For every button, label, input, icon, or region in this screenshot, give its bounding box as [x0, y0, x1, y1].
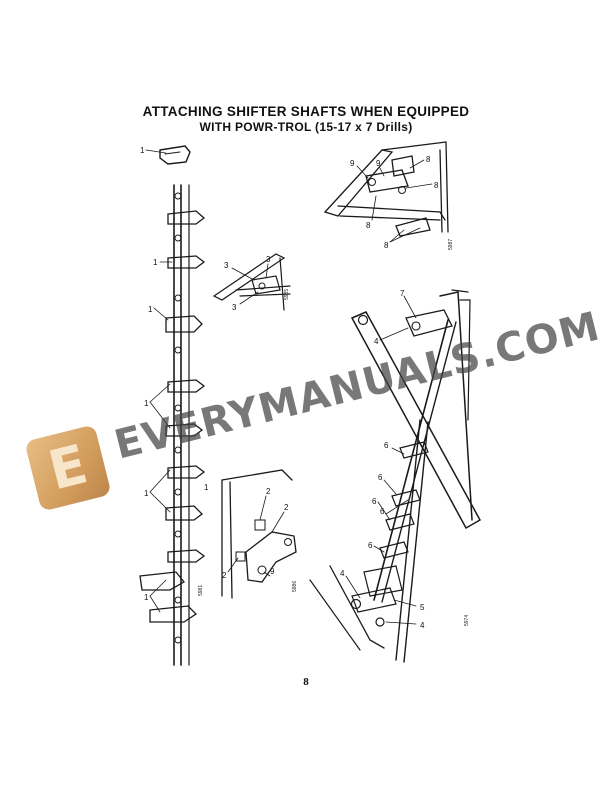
svg-text:5987: 5987: [448, 239, 454, 250]
svg-text:5: 5: [420, 603, 425, 612]
top-right-figure: [323, 141, 449, 243]
svg-text:3: 3: [232, 303, 237, 312]
svg-text:4: 4: [420, 621, 425, 630]
svg-text:4: 4: [374, 337, 379, 346]
callouts-right-large: 7 4 6 6 6 6 6 4 5 4 5974: [340, 289, 470, 630]
svg-text:1: 1: [140, 146, 145, 155]
svg-text:3: 3: [224, 261, 229, 270]
callouts-mid-left: 3 3 3 5985: [224, 255, 290, 312]
watermark-logo-letter: E: [42, 432, 94, 503]
svg-text:6: 6: [378, 473, 383, 482]
svg-text:5986: 5986: [292, 581, 298, 592]
right-large-figure: [309, 289, 482, 663]
svg-text:8: 8: [384, 241, 389, 250]
svg-text:2: 2: [222, 571, 227, 580]
svg-text:6: 6: [368, 541, 373, 550]
svg-text:8: 8: [426, 155, 431, 164]
mid-left-figure: [212, 253, 291, 311]
callouts-left: 1 1 1 1 1 1 1 5981: [140, 146, 209, 602]
svg-text:4: 4: [340, 569, 345, 578]
svg-text:2: 2: [266, 487, 271, 496]
svg-text:8: 8: [434, 181, 439, 190]
callouts-bottom-left: 2 2 2 9 5986: [222, 487, 298, 592]
svg-text:9: 9: [270, 567, 275, 576]
svg-text:1: 1: [144, 489, 149, 498]
svg-text:6: 6: [372, 497, 377, 506]
svg-text:5985: 5985: [284, 289, 290, 300]
svg-text:6: 6: [380, 507, 385, 516]
svg-text:1: 1: [148, 305, 153, 314]
svg-text:7: 7: [400, 289, 405, 298]
svg-text:1: 1: [153, 258, 158, 267]
left-shaft-figure: [139, 145, 206, 666]
page-number: 8: [303, 676, 309, 688]
watermark-logo-icon: E: [24, 424, 112, 512]
svg-text:5981: 5981: [198, 585, 204, 596]
svg-text:1: 1: [144, 593, 149, 602]
callouts-top-right: 9 9 8 8 8 8 5987: [350, 155, 454, 250]
svg-text:2: 2: [284, 503, 289, 512]
svg-text:9: 9: [376, 159, 381, 168]
svg-text:1: 1: [204, 483, 209, 492]
bottom-left-figure: [221, 469, 297, 599]
svg-text:1: 1: [144, 399, 149, 408]
page-subtitle: WITH POWR-TROL (15-17 x 7 Drills): [199, 120, 413, 134]
watermark: E EVERYMANUALS.COM: [24, 303, 605, 516]
svg-text:5974: 5974: [464, 615, 470, 626]
svg-text:3: 3: [266, 255, 271, 264]
svg-text:8: 8: [366, 221, 371, 230]
svg-text:9: 9: [350, 159, 355, 168]
svg-text:6: 6: [384, 441, 389, 450]
page-title: ATTACHING SHIFTER SHAFTS WHEN EQUIPPED: [142, 104, 470, 119]
